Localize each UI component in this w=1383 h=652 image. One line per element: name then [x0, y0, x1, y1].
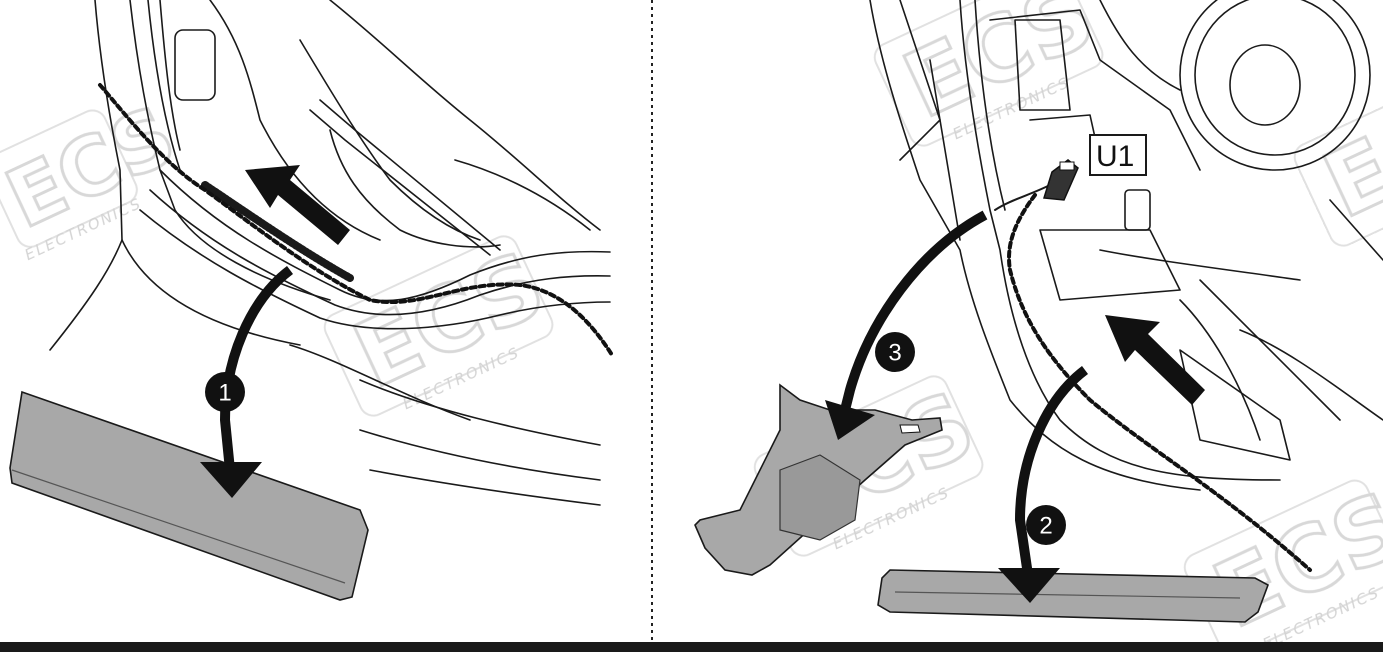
removal-arrow	[998, 370, 1085, 603]
watermark-logo: ECS ELECTRONICS	[320, 230, 565, 430]
seat-outline	[300, 40, 480, 240]
watermark-logo: ECS ELECTRONICS	[0, 84, 195, 264]
step-badge: 1	[205, 372, 245, 412]
cable-wire	[995, 185, 1050, 210]
floor-line	[50, 240, 122, 350]
seat-outline	[1180, 350, 1290, 460]
svg-text:U1: U1	[1096, 140, 1134, 173]
floor-line	[1100, 250, 1300, 280]
dashboard-outline	[1100, 0, 1180, 90]
floor-line	[1180, 300, 1260, 440]
svg-text:2: 2	[1039, 513, 1052, 540]
belt-anchor	[175, 30, 215, 100]
seat-outline	[455, 160, 590, 230]
floor-line	[1200, 280, 1340, 420]
step-badge: 2	[1026, 505, 1066, 545]
floor-mat	[1040, 230, 1180, 300]
step-badge: 3	[875, 332, 915, 372]
sill-edge	[160, 170, 610, 301]
pedal	[1125, 190, 1150, 230]
svg-text:ECS: ECS	[1309, 62, 1383, 239]
slide-arrow	[1105, 315, 1205, 405]
watermark-logo: ECS ELECTRONICS	[870, 0, 1115, 160]
svg-text:1: 1	[218, 380, 231, 407]
steering-hub	[1230, 45, 1300, 125]
sill-trim-removed	[10, 392, 368, 600]
seat-outline	[330, 0, 600, 230]
watermark-logo: ECS ELECTRONICS	[1180, 470, 1383, 652]
steering-wheel	[1195, 0, 1355, 155]
sill-trim-removed	[878, 570, 1268, 622]
connector-label: U1	[1090, 135, 1146, 175]
svg-text:3: 3	[888, 340, 901, 367]
bottom-bar	[0, 642, 1383, 652]
left-panel	[50, 0, 612, 505]
connector-plug	[1044, 160, 1078, 200]
